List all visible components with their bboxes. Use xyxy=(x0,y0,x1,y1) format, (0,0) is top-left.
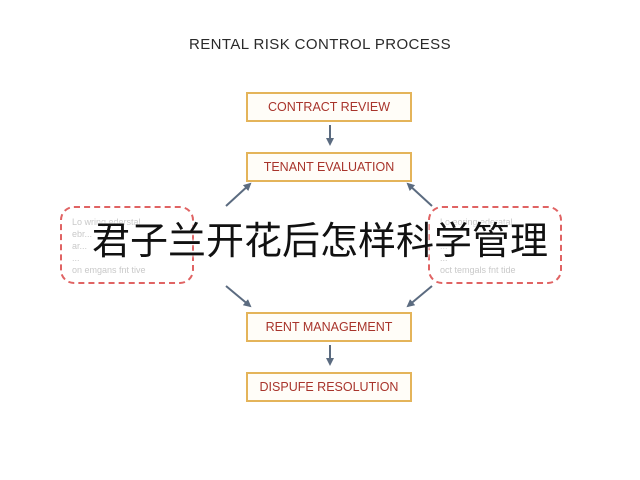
left-note-line: ar... xyxy=(72,241,88,251)
left-note-line: ... xyxy=(72,253,80,263)
left-note-line: ebr... xyxy=(72,229,93,239)
right-note-line: ... xyxy=(440,229,448,239)
arrow-right-to-management xyxy=(406,285,433,308)
step-dispute-resolution: DISPUFE RESOLUTION xyxy=(246,372,412,402)
right-note-line: ... xyxy=(440,253,448,263)
right-note-line: Lo eoring ederatal xyxy=(440,217,513,227)
step-contract-review: CONTRACT REVIEW xyxy=(246,92,412,122)
step-rent-management: RENT MANAGEMENT xyxy=(246,312,412,342)
arrow-right-to-evaluation xyxy=(406,182,433,207)
diagram-title: RENTAL RISK CONTROL PROCESS xyxy=(189,36,451,53)
left-note-line: Lo wring ederstal xyxy=(72,217,141,227)
right-note-line: oct temgals fnt tide xyxy=(440,265,516,275)
overlay-caption: 君子兰开花后怎样科学管理 xyxy=(91,219,548,263)
arrow-left-to-evaluation xyxy=(225,182,252,207)
left-note-line: on emgans fnt tive xyxy=(72,265,146,275)
right-note-box: Lo eoring ederatal ... ... ... oct temga… xyxy=(428,206,562,284)
step-tenant-evaluation: TENANT EVALUATION xyxy=(246,152,412,182)
left-note-box: Lo wring ederstal ebr... ar... ... on em… xyxy=(60,206,194,284)
arrow-left-to-management xyxy=(225,285,252,308)
right-note-line: ... xyxy=(440,241,448,251)
